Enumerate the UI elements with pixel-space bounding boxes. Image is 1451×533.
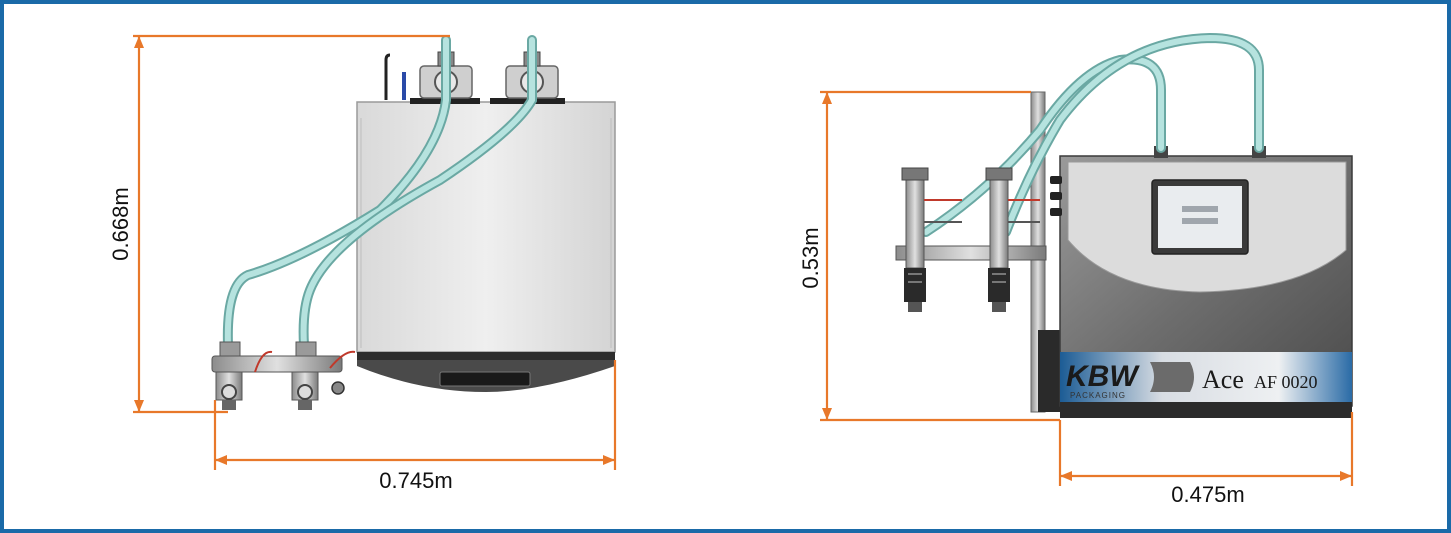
front-width-label: 0.745m: [379, 468, 452, 493]
front-nozzle-assembly: [211, 341, 356, 410]
front-view: 0.668m 0.745m: [108, 34, 617, 493]
front-display-slot: [439, 371, 531, 387]
side-view: KBW PACKAGING Ace AF 0020: [798, 32, 1354, 507]
side-nozzle-assembly: [895, 167, 1047, 312]
front-height-label: 0.668m: [108, 187, 133, 260]
side-brand-banner: [1060, 352, 1352, 402]
side-width-label: 0.475m: [1171, 482, 1244, 507]
side-brand-sub: PACKAGING: [1070, 391, 1126, 400]
front-cabinet: [356, 101, 616, 353]
side-dimension-lines: [820, 90, 1354, 486]
side-height-label: 0.53m: [798, 227, 823, 288]
side-model-code: AF 0020: [1254, 372, 1318, 392]
side-brand-logo: KBW: [1066, 360, 1140, 393]
front-dimension-lines: [133, 34, 617, 470]
side-model-name: Ace: [1202, 365, 1244, 394]
